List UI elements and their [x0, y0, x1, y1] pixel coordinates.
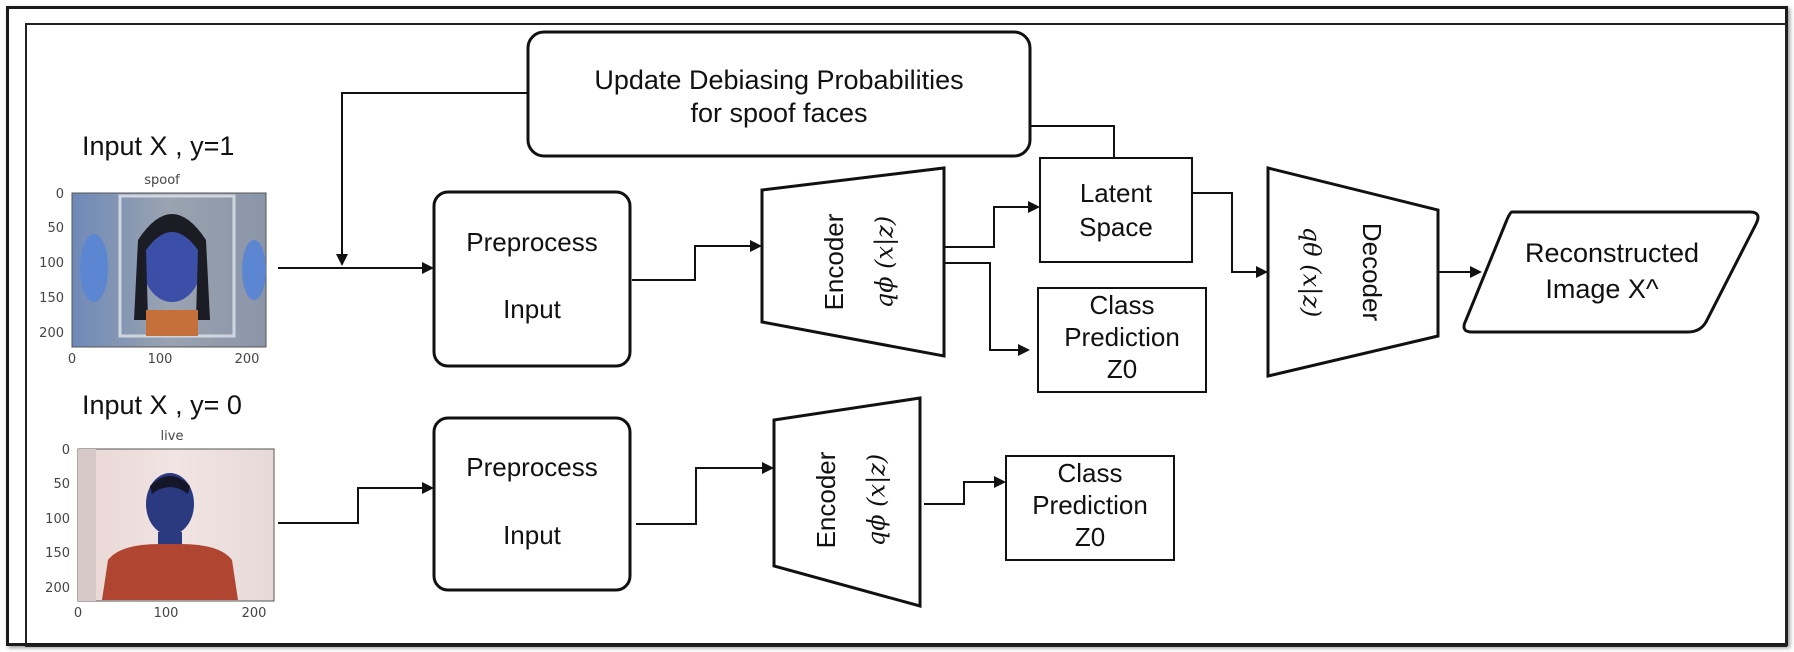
- spoof-input-plot: Input X , y=1 spoof 0 50 100 150 200 0 1…: [39, 131, 267, 367]
- latent-space-box: Latent Space: [1039, 157, 1193, 263]
- row2-encoder-label: Encoder: [811, 451, 841, 548]
- spoof-ytick-2: 100: [39, 256, 64, 271]
- row2-class-label3: Z0: [1075, 522, 1105, 552]
- row2-encoder-math: qϕ (x|z): [863, 454, 892, 546]
- live-xtick-0: 0: [74, 606, 82, 621]
- live-ytick-2: 100: [45, 512, 70, 527]
- row2-class-label2: Prediction: [1032, 490, 1148, 520]
- row1-connectors: [278, 192, 1482, 356]
- live-ytick-3: 150: [45, 546, 70, 561]
- spoof-ytick-0: 0: [56, 187, 64, 202]
- row1-preprocess-box: Preprocess Input: [432, 190, 632, 368]
- row2-input-title: Input X , y= 0: [82, 390, 242, 420]
- row1-encoder: Encoder qϕ (x|z): [760, 166, 946, 358]
- live-ytick-0: 0: [62, 443, 70, 458]
- live-xtick-1: 100: [154, 606, 179, 621]
- row1-class-label1: Class: [1089, 290, 1154, 320]
- row1-encoder-label: Encoder: [819, 213, 849, 310]
- update-debiasing-box: Update Debiasing Probabilities for spoof…: [526, 30, 1032, 158]
- row1-preprocess-label1: Preprocess: [466, 227, 598, 257]
- live-ytick-1: 50: [53, 477, 70, 492]
- reconstructed-label1: Reconstructed: [1525, 238, 1699, 268]
- update-debiasing-line2: for spoof faces: [690, 98, 867, 128]
- spoof-plot-title: spoof: [144, 173, 180, 188]
- row2-class-label1: Class: [1057, 458, 1122, 488]
- row2-encoder: Encoder qϕ (x|z): [772, 396, 922, 608]
- live-ytick-4: 200: [45, 581, 70, 596]
- live-xtick-2: 200: [242, 606, 267, 621]
- row1-class-label3: Z0: [1107, 354, 1137, 384]
- row1-encoder-math: qϕ (x|z): [871, 216, 900, 308]
- spoof-xtick-1: 100: [148, 352, 173, 367]
- spoof-xtick-0: 0: [68, 352, 76, 367]
- latent-space-label1: Latent: [1080, 178, 1153, 208]
- row2-preprocess-box: Preprocess Input: [432, 416, 632, 592]
- figure-inner-border: [25, 23, 1787, 647]
- decoder-math: qθ (x|z): [1297, 227, 1326, 317]
- row1-preprocess-label2: Input: [503, 294, 562, 324]
- decoder-label: Decoder: [1357, 223, 1387, 322]
- reconstructed-label2: Image X^: [1545, 274, 1659, 304]
- spoof-ytick-4: 200: [39, 326, 64, 341]
- live-input-plot: Input X , y= 0 live 0 50 100 150 200 0 1…: [45, 390, 275, 621]
- figure-frame: [6, 6, 1788, 647]
- row2-class-prediction-box: Class Prediction Z0: [1005, 455, 1175, 561]
- row1-class-prediction-box: Class Prediction Z0: [1037, 287, 1207, 393]
- spoof-ytick-3: 150: [39, 291, 64, 306]
- row1-input-title: Input X , y=1: [82, 131, 234, 161]
- row2-preprocess-label2: Input: [503, 520, 562, 550]
- row2-preprocess-label1: Preprocess: [466, 452, 598, 482]
- reconstructed-image-box: Reconstructed Image X^: [1462, 210, 1760, 334]
- row1-class-label2: Prediction: [1064, 322, 1180, 352]
- spoof-xtick-2: 200: [235, 352, 260, 367]
- live-plot-title: live: [161, 429, 184, 444]
- feedback-connectors: [336, 92, 1115, 266]
- row2-connectors: [278, 462, 1006, 525]
- spoof-ytick-1: 50: [47, 221, 64, 236]
- latent-space-label2: Space: [1079, 212, 1153, 242]
- update-debiasing-line1: Update Debiasing Probabilities: [594, 65, 963, 95]
- decoder: qθ (x|z) Decoder: [1266, 166, 1440, 378]
